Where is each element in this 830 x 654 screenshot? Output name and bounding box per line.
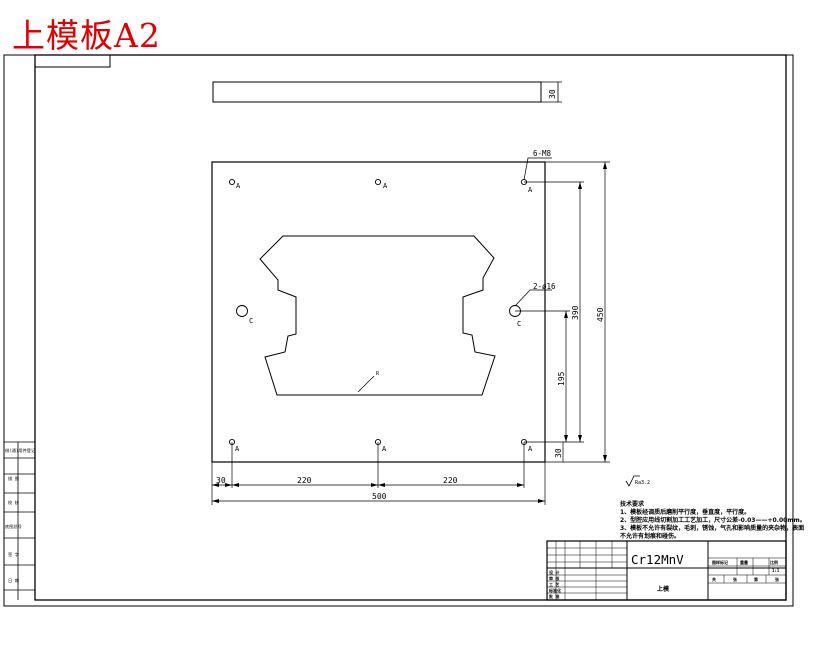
hole-label-a: A	[528, 186, 533, 194]
approval-row: 设 计	[549, 569, 559, 575]
cavity-leader	[357, 375, 375, 393]
thickness-dimension	[541, 81, 562, 103]
tech-req-line: 不允许有划痕和碰伤。	[620, 532, 680, 540]
dimension-arrows	[212, 162, 607, 503]
thread-hole	[374, 178, 382, 186]
dim-500: 500	[372, 492, 387, 501]
hole-label-c: C	[249, 317, 253, 325]
title-block-header-0: 图样标记	[712, 559, 728, 565]
cavity-outline	[259, 235, 496, 396]
thickness-value: 30	[548, 89, 557, 99]
pin-holes	[236, 305, 521, 317]
tech-req-line: 1、模板经调质后磨削平行度，垂直度，平行度。	[620, 508, 750, 516]
tech-req-line: 3、模板不允许有裂纹，毛刺，锈蚀，气孔和影响质量的夹杂物，表面	[620, 524, 804, 532]
dim-390: 390	[571, 305, 580, 320]
approval-row: 标准化	[548, 587, 561, 593]
dim-30-horizontal: 30	[216, 476, 226, 485]
roughness-symbol	[625, 475, 640, 487]
title-block-scale: 1:1	[772, 568, 780, 573]
dim-450: 450	[596, 307, 605, 322]
side-label-0: 借(通)用件登记	[5, 447, 36, 454]
thread-hole	[228, 178, 236, 186]
roughness-value: Ra3.2	[635, 480, 650, 486]
title-block-sheet-0: 共	[712, 576, 716, 582]
side-label-4: 签 字	[8, 551, 19, 557]
approval-row: 批 准	[549, 593, 559, 599]
tech-req-line: 2、型腔应用线切割加工工艺加工，尺寸公差-0.03——+0.00mm。	[620, 516, 806, 524]
hole-label-a: A	[383, 182, 388, 190]
dimension-lines	[211, 161, 610, 505]
material-value: Cr12MnV	[631, 552, 684, 567]
dim-30-vertical: 30	[554, 448, 563, 458]
side-label-1: 描 图	[8, 475, 19, 482]
dim-195: 195	[557, 371, 566, 386]
title-block-header-2: 比例	[770, 559, 778, 565]
corner-code-box	[34, 54, 111, 68]
hole-label-a: A	[382, 445, 387, 453]
pin-hole	[236, 305, 248, 317]
title-block	[546, 540, 787, 601]
part-name: 上模	[657, 585, 670, 593]
title-block-sheet-1: 张	[733, 576, 738, 582]
title-block-sheet-2: 第	[754, 576, 758, 582]
pin-callout: 2-ø16	[533, 282, 556, 291]
side-label-5: 日 期	[8, 578, 19, 584]
inner-frame	[34, 54, 787, 601]
dim-220-left: 220	[297, 476, 312, 485]
callout-leaders	[514, 157, 552, 307]
tech-req-heading: 技术要求	[620, 500, 645, 508]
hole-label-a: A	[236, 182, 241, 190]
side-view-plate	[212, 81, 542, 103]
approval-row: 审 核	[549, 575, 559, 581]
dim-220-right: 220	[443, 476, 458, 485]
title-block-header-1: 重量	[740, 559, 748, 565]
hole-label-a: A	[235, 445, 240, 453]
hole-label-a: A	[528, 445, 533, 453]
plate-outline	[211, 161, 546, 463]
thread-callout: 6-M8	[533, 149, 552, 158]
side-label-table	[4, 441, 35, 600]
title-block-sheet-3: 张	[775, 576, 780, 582]
side-label-3: 底图总号	[5, 523, 22, 530]
hole-label-c: C	[517, 320, 521, 328]
thread-holes	[228, 178, 528, 446]
cavity-note: R	[376, 371, 380, 377]
approval-row: 工 艺	[549, 581, 559, 587]
side-label-2: 校 核	[8, 499, 20, 506]
drawing-title: 上模板A2	[12, 16, 161, 55]
